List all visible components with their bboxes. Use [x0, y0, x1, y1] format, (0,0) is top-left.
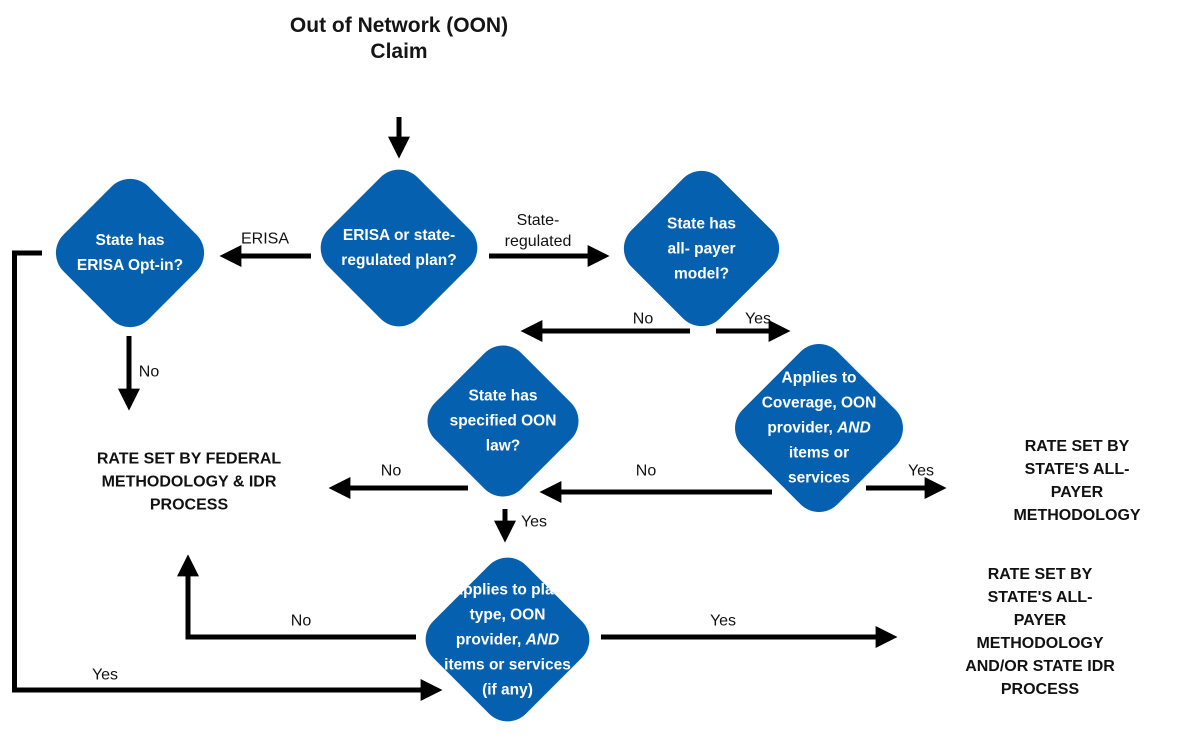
edge-label-oon-law-no: No	[380, 462, 402, 480]
edge-label-opt-in-no: No	[138, 363, 160, 381]
edge-label-all-payer-no: No	[632, 310, 654, 328]
node-label-text: items or services (if any)	[444, 656, 571, 698]
node-label-text: State has specified OON law?	[449, 387, 557, 455]
edge-plan-scope-no	[176, 554, 416, 640]
outcome-federal-methodology-idr: RATE SET BY FEDERAL METHODOLOGY & IDR PR…	[96, 450, 282, 514]
node-label: Applies to Coverage, OON provider, AND i…	[734, 366, 904, 491]
edge-label-opt-in-yes: Yes	[91, 666, 119, 684]
node-label: ERISA or state- regulated plan?	[341, 227, 457, 269]
outcome-state-all-payer-methodology: RATE SET BY STATE'S ALL- PAYER METHODOLO…	[1013, 438, 1141, 524]
node-label-text: items or services	[787, 444, 851, 487]
edge-opt-in-yes	[12, 250, 443, 702]
node-label: State has all- payer model?	[667, 215, 736, 282]
edge-label-coverage-yes: Yes	[907, 462, 935, 480]
edge-label-erisa: ERISA	[240, 230, 290, 248]
node-label: Applies to plan type, OON provider, AND …	[423, 577, 593, 702]
page-title: Out of Network (OON) Claim	[289, 14, 509, 63]
edge-label-oon-law-yes: Yes	[520, 513, 548, 531]
edge-label-coverage-no: No	[635, 462, 657, 480]
edge-label-state-regulated: State- regulated	[504, 212, 572, 250]
node-label-emphasis: AND	[837, 419, 871, 437]
edge-label-plan-scope-yes: Yes	[709, 612, 737, 630]
node-label: State has ERISA Opt-in?	[76, 232, 184, 274]
edge-label-all-payer-yes: Yes	[744, 310, 772, 328]
node-label-emphasis: AND	[525, 631, 560, 648]
node-label: State has specified OON law?	[418, 384, 588, 459]
edge-label-plan-scope-no: No	[290, 612, 312, 630]
outcome-state-all-payer-or-idr: RATE SET BY STATE'S ALL- PAYER METHODOLO…	[965, 566, 1115, 698]
